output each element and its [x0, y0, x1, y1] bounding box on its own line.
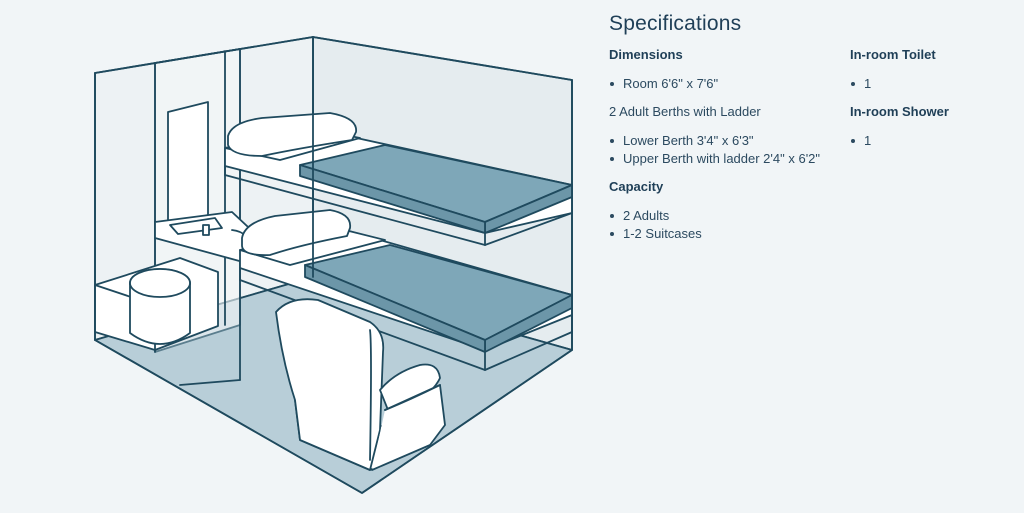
- toilet-icon: [94, 257, 219, 351]
- list-item: Lower Berth 3'4" x 6'3": [609, 132, 839, 150]
- armchair-icon: [275, 298, 446, 471]
- capacity-heading: Capacity: [609, 179, 664, 194]
- dimensions-list: Room 6'6" x 7'6": [609, 75, 839, 93]
- shower-list: 1: [850, 132, 1010, 150]
- upper-bunk-icon: [224, 112, 573, 246]
- dimensions-heading: Dimensions: [609, 47, 683, 62]
- specifications-right-column: In-room Toilet 1 In-room Shower 1: [850, 46, 1010, 150]
- toilet-heading: In-room Toilet: [850, 47, 936, 62]
- toilet-list: 1: [850, 75, 1010, 93]
- capacity-list: 2 Adults 1-2 Suitcases: [609, 207, 839, 243]
- list-item: Upper Berth with ladder 2'4" x 6'2": [609, 150, 839, 168]
- list-item: 1: [850, 75, 1010, 93]
- specifications-panel: Specifications Dimensions Room 6'6" x 7'…: [609, 12, 1009, 241]
- shower-heading: In-room Shower: [850, 104, 949, 119]
- list-item: 2 Adults: [609, 207, 839, 225]
- list-item: 1: [850, 132, 1010, 150]
- specifications-title: Specifications: [609, 12, 742, 35]
- berths-heading: 2 Adult Berths with Ladder: [609, 104, 761, 119]
- specifications-left-column: Dimensions Room 6'6" x 7'6" 2 Adult Bert…: [609, 46, 839, 243]
- list-item: 1-2 Suitcases: [609, 225, 839, 243]
- berths-list: Lower Berth 3'4" x 6'3" Upper Berth with…: [609, 132, 839, 168]
- bedroom-illustration: [94, 36, 573, 494]
- list-item: Room 6'6" x 7'6": [609, 75, 839, 93]
